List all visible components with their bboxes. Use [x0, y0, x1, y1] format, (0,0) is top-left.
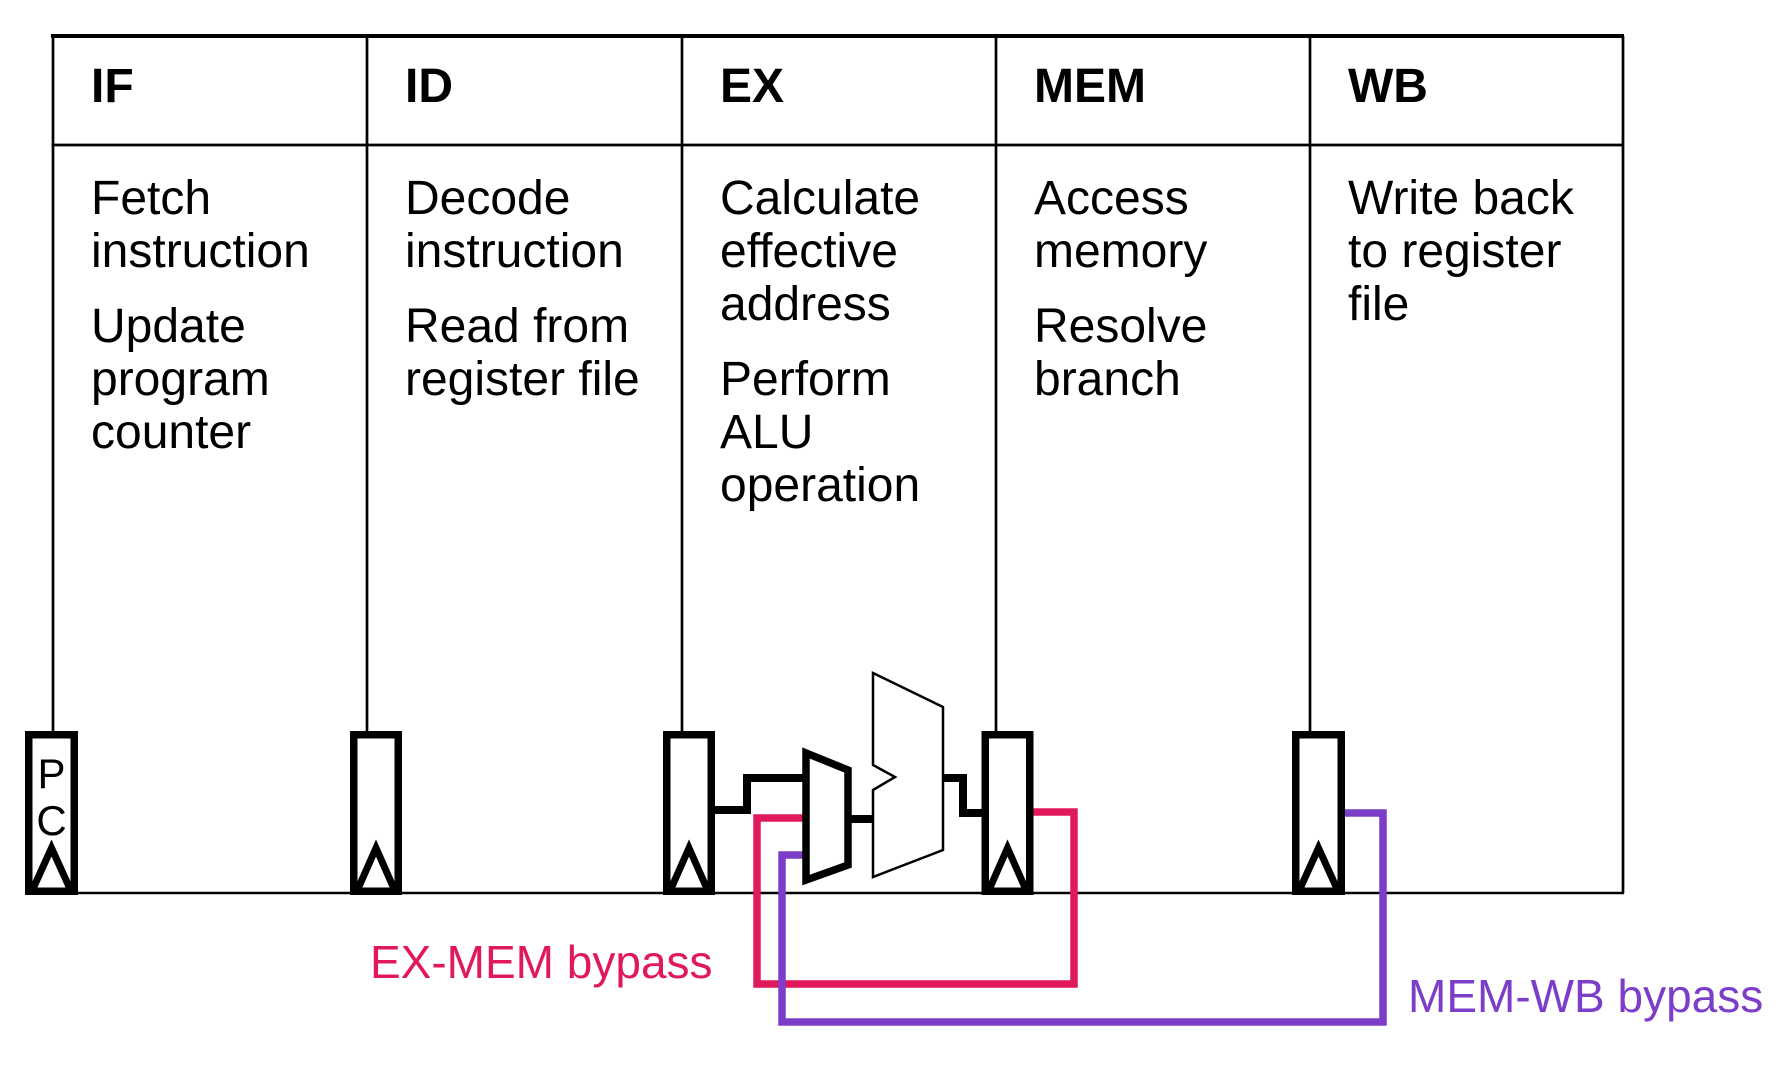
wire-alu-to-memlatch — [941, 774, 986, 817]
mux-shape — [802, 747, 852, 886]
description-line: to register — [1348, 225, 1562, 278]
description-line: instruction — [405, 225, 624, 278]
pc-register-label: P C — [25, 750, 78, 844]
clock-triangle-icon — [28, 839, 75, 893]
pc-letter: C — [36, 797, 67, 844]
description-line: memory — [1034, 225, 1208, 278]
column-header-id: ID — [405, 60, 453, 113]
description-line: branch — [1034, 353, 1181, 406]
description-line: effective — [720, 225, 898, 278]
ex-mem-bypass-label: EX-MEM bypass — [370, 936, 713, 988]
description-line: operation — [720, 459, 921, 512]
clock-triangle-icon — [353, 839, 399, 893]
register-clock-triangles — [28, 839, 1342, 893]
clock-triangle-icon — [666, 839, 712, 893]
description-line: Resolve — [1034, 300, 1208, 353]
description-line: Calculate — [720, 172, 921, 225]
description-line: ALU — [720, 406, 814, 459]
description-line: Update — [91, 300, 246, 353]
wire-exlatch-to-mux — [712, 774, 807, 814]
pc-letter: P — [37, 750, 66, 797]
ex-mem-register — [981, 731, 1034, 895]
clock-triangle-icon — [1295, 839, 1342, 893]
pipeline-registers — [25, 731, 1345, 895]
description-line: Decode — [405, 172, 571, 225]
description-line: file — [1348, 278, 1410, 331]
description-line: instruction — [91, 225, 310, 278]
pc-register — [25, 731, 78, 895]
description-line: Write back — [1348, 172, 1574, 225]
description-line: register file — [405, 353, 640, 406]
stage-table-grid — [51, 34, 1625, 895]
mem-wb-bypass-label: MEM-WB bypass — [1408, 970, 1763, 1022]
description-line: program — [91, 353, 270, 406]
clock-triangle-icon — [985, 839, 1030, 893]
description-line: Read from — [405, 300, 630, 353]
column-header-wb: WB — [1348, 60, 1428, 113]
mem-wb-register — [1292, 731, 1345, 895]
column-header-if: IF — [91, 60, 134, 113]
column-header-mem: MEM — [1034, 60, 1146, 113]
description-line: Access — [1034, 172, 1189, 225]
description-line: counter — [91, 406, 252, 459]
alu-shape — [871, 671, 945, 879]
description-line: Perform — [720, 353, 891, 406]
ex-mem-bypass-wire — [753, 808, 1078, 988]
mem-wb-bypass-wire — [778, 809, 1387, 1026]
if-id-register — [350, 731, 402, 895]
id-ex-register — [663, 731, 715, 895]
description-line: Fetch — [91, 172, 212, 225]
column-header-ex: EX — [720, 60, 785, 113]
description-line: address — [720, 278, 891, 331]
